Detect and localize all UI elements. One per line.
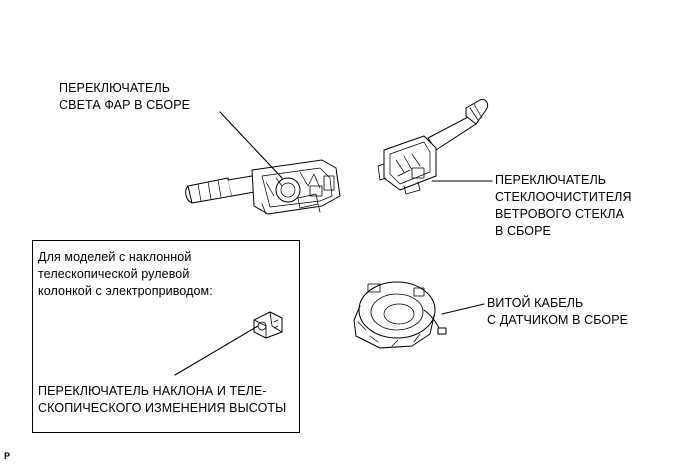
wiper-switch-part — [377, 99, 489, 195]
leader-tilt — [174, 325, 259, 376]
label-wiper-switch: ПЕРЕКЛЮЧАТЕЛЬ СТЕКЛООЧИСТИТЕЛЯ ВЕТРОВОГО… — [495, 173, 632, 238]
leader-lines — [174, 111, 493, 376]
inset-box — [32, 240, 300, 433]
label-headlight-switch: ПЕРЕКЛЮЧАТЕЛЬ СВЕТА ФАР В СБОРЕ — [59, 81, 191, 112]
leader-headlight — [219, 111, 283, 179]
spiral-cable-part — [353, 281, 447, 349]
label-inset-note: Для моделей с наклонной телескопической … — [38, 250, 213, 298]
label-tilt-switch: ПЕРЕКЛЮЧАТЕЛЬ НАКЛОНА И ТЕЛЕ- СКОПИЧЕСКО… — [38, 384, 287, 415]
page-code: P — [4, 451, 11, 461]
label-spiral-cable: ВИТОЙ КАБЕЛЬ С ДАТЧИКОМ В СБОРЕ — [487, 296, 629, 327]
headlight-switch-part — [185, 159, 341, 215]
tilt-switch-part — [253, 311, 283, 339]
leader-spiral — [441, 303, 485, 315]
